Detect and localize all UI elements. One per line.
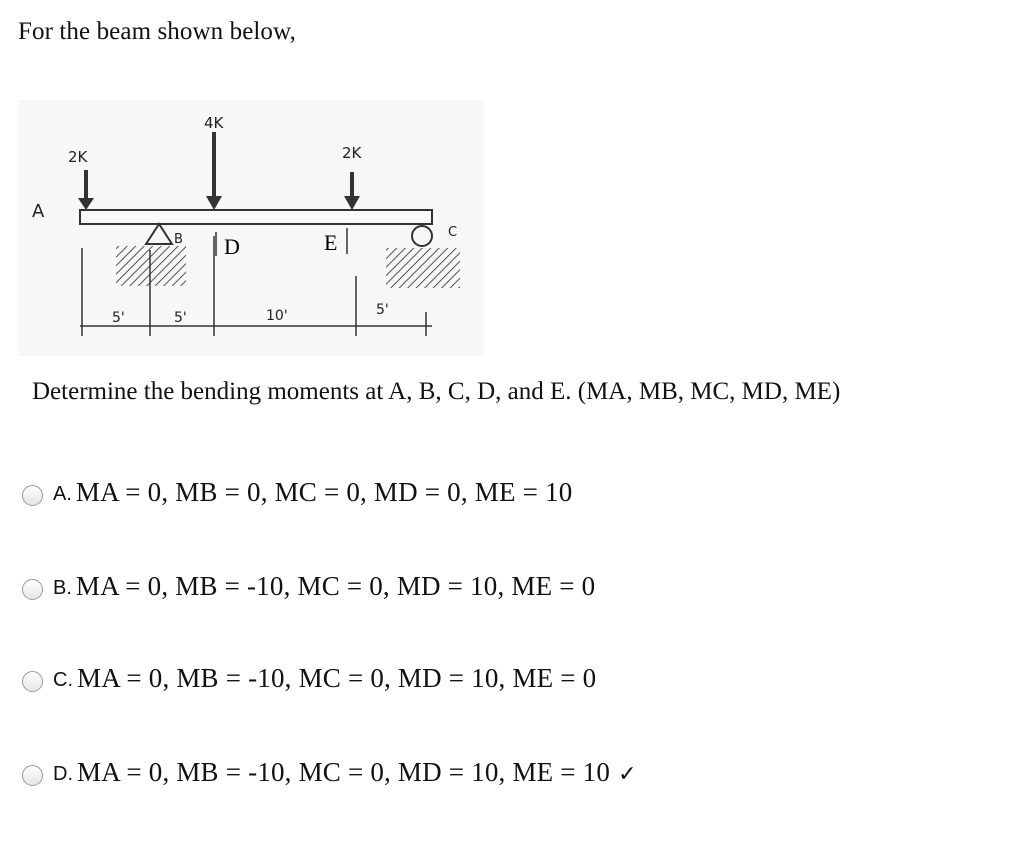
radio-button-b[interactable] [22,578,43,600]
dim-4: 5' [376,302,389,318]
load-arrow-e [344,172,360,210]
load-d-label: 4K [204,114,225,132]
dim-2: 5' [174,310,187,326]
dimension-line [80,236,432,336]
option-letter: B. [53,576,72,599]
option-d[interactable]: D. MA = 0, MB = -10, MC = 0, MD = 10, ME… [22,750,762,794]
option-a[interactable]: A. MA = 0, MB = 0, MC = 0, MD = 0, ME = … [22,470,762,514]
radio-button-d[interactable] [22,764,43,786]
dim-3: 10' [266,308,288,324]
question-text: Determine the bending moments at A, B, C… [32,378,841,405]
roller-support-c [386,225,460,288]
beam-diagram: 2K A 4K 2K B C D E [32,114,460,336]
label-a: A [32,201,45,222]
option-letter: A. [53,482,72,505]
radio-button-a[interactable] [22,484,43,506]
check-icon: ✓ [618,761,637,787]
load-arrow-a [78,170,94,210]
label-c: C [448,225,457,240]
load-a-label: 2K [68,148,89,166]
option-text: MA = 0, MB = 0, MC = 0, MD = 0, ME = 10 [75,476,573,507]
option-c[interactable]: C. MA = 0, MB = -10, MC = 0, MD = 10, ME… [22,656,762,700]
dim-1: 5' [112,310,125,326]
option-text: MA = 0, MB = -10, MC = 0, MD = 10, ME = … [75,570,596,601]
option-text: MA = 0, MB = -10, MC = 0, MD = 10, ME = … [77,756,611,787]
load-arrow-d [206,132,222,210]
option-letter: D. [53,762,73,785]
beam [79,209,433,225]
radio-button-c[interactable] [22,670,43,692]
load-e-label: 2K [342,144,363,162]
label-e: E [324,230,337,255]
beam-figure: 2K A 4K 2K B C D E [18,100,484,356]
option-b[interactable]: B. MA = 0, MB = -10, MC = 0, MD = 10, ME… [22,564,762,608]
label-d: D [224,234,240,259]
pin-support-b [116,222,186,286]
intro-text: For the beam shown below, [18,18,296,45]
label-b: B [174,232,183,247]
option-letter: C. [53,668,73,691]
option-text: MA = 0, MB = -10, MC = 0, MD = 10, ME = … [77,662,597,693]
